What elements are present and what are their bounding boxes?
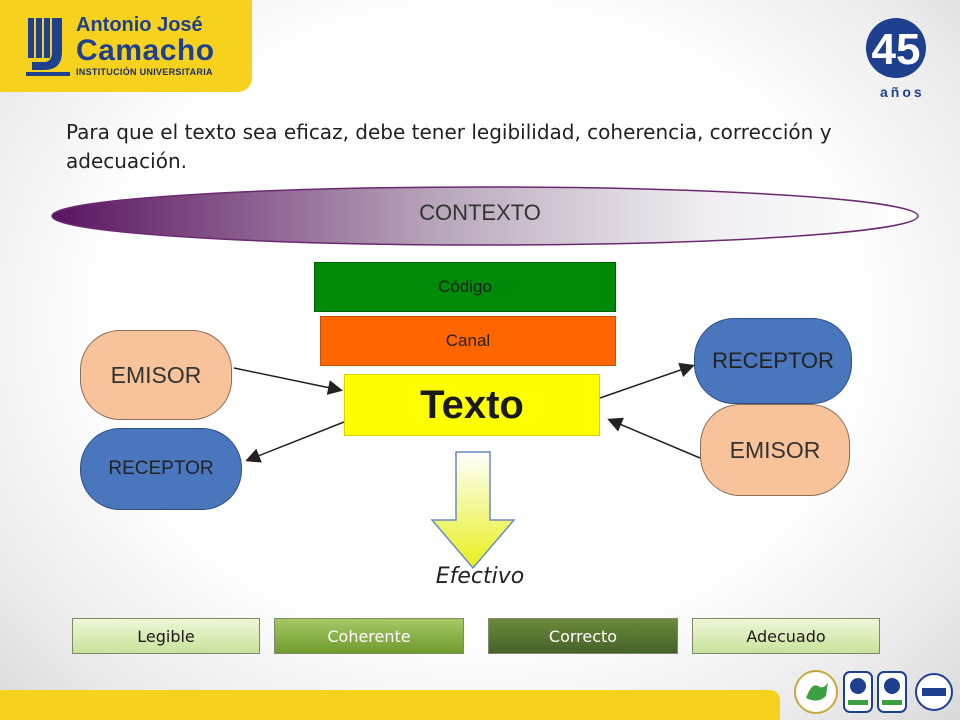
logo-line-3: INSTITUCIÓN UNIVERSITARIA bbox=[76, 67, 213, 77]
effective-label: Efectivo bbox=[435, 564, 525, 589]
down-arrow-to-effective bbox=[430, 451, 516, 570]
institution-logo-icon bbox=[26, 18, 70, 76]
receiver-left-label: RECEPTOR bbox=[108, 458, 214, 479]
anniversary-number: 45 bbox=[872, 25, 921, 74]
quality-adecuado: Adecuado bbox=[692, 618, 880, 654]
quality-adecuado-label: Adecuado bbox=[746, 626, 826, 646]
sender-right-label: EMISOR bbox=[729, 436, 821, 463]
code-label: Código bbox=[438, 277, 492, 296]
quality-legible: Legible bbox=[72, 618, 260, 654]
text-box: Texto bbox=[344, 374, 600, 436]
arrow-text-to-receiver-right bbox=[599, 362, 695, 399]
anniversary-45-logo: 45 bbox=[866, 18, 926, 78]
quality-legible-label: Legible bbox=[137, 626, 195, 646]
logo-line-2: Camacho bbox=[76, 34, 215, 67]
receiver-node-left: RECEPTOR bbox=[80, 428, 242, 510]
quality-coherente-label: Coherente bbox=[327, 626, 411, 646]
quality-coherente: Coherente bbox=[274, 618, 464, 654]
certification-seals bbox=[794, 670, 953, 714]
colombia-seal-icon bbox=[794, 670, 838, 714]
context-ellipse bbox=[51, 186, 919, 246]
receiver-right-label: RECEPTOR bbox=[712, 348, 834, 373]
sender-node-right: EMISOR bbox=[700, 404, 850, 496]
channel-label: Canal bbox=[445, 331, 491, 350]
arrow-text-to-receiver-left bbox=[245, 421, 345, 463]
quality-seal-2-icon bbox=[877, 671, 907, 713]
sender-node-left: EMISOR bbox=[80, 330, 232, 420]
receiver-node-right: RECEPTOR bbox=[694, 318, 852, 404]
anniversary-label: años bbox=[880, 84, 925, 100]
channel-box: Canal bbox=[320, 316, 616, 366]
round-seal-icon bbox=[915, 673, 953, 711]
logo-line-1: Antonio José bbox=[76, 14, 203, 36]
arrow-sender-to-text bbox=[233, 367, 343, 395]
code-box: Código bbox=[314, 262, 616, 312]
intro-paragraph: Para que el texto sea eficaz, debe tener… bbox=[66, 120, 832, 173]
footer-yellow-band bbox=[0, 690, 780, 720]
institution-logo-text: Antonio José Camacho INSTITUCIÓN UNIVERS… bbox=[76, 14, 215, 78]
sender-left-label: EMISOR bbox=[110, 361, 202, 388]
context-label: CONTEXTO bbox=[419, 200, 541, 225]
text-label: Texto bbox=[420, 382, 524, 427]
quality-correcto: Correcto bbox=[488, 618, 678, 654]
arrow-sender-right-to-text bbox=[607, 417, 701, 459]
quality-seal-icon bbox=[843, 671, 873, 713]
quality-correcto-label: Correcto bbox=[548, 626, 618, 646]
